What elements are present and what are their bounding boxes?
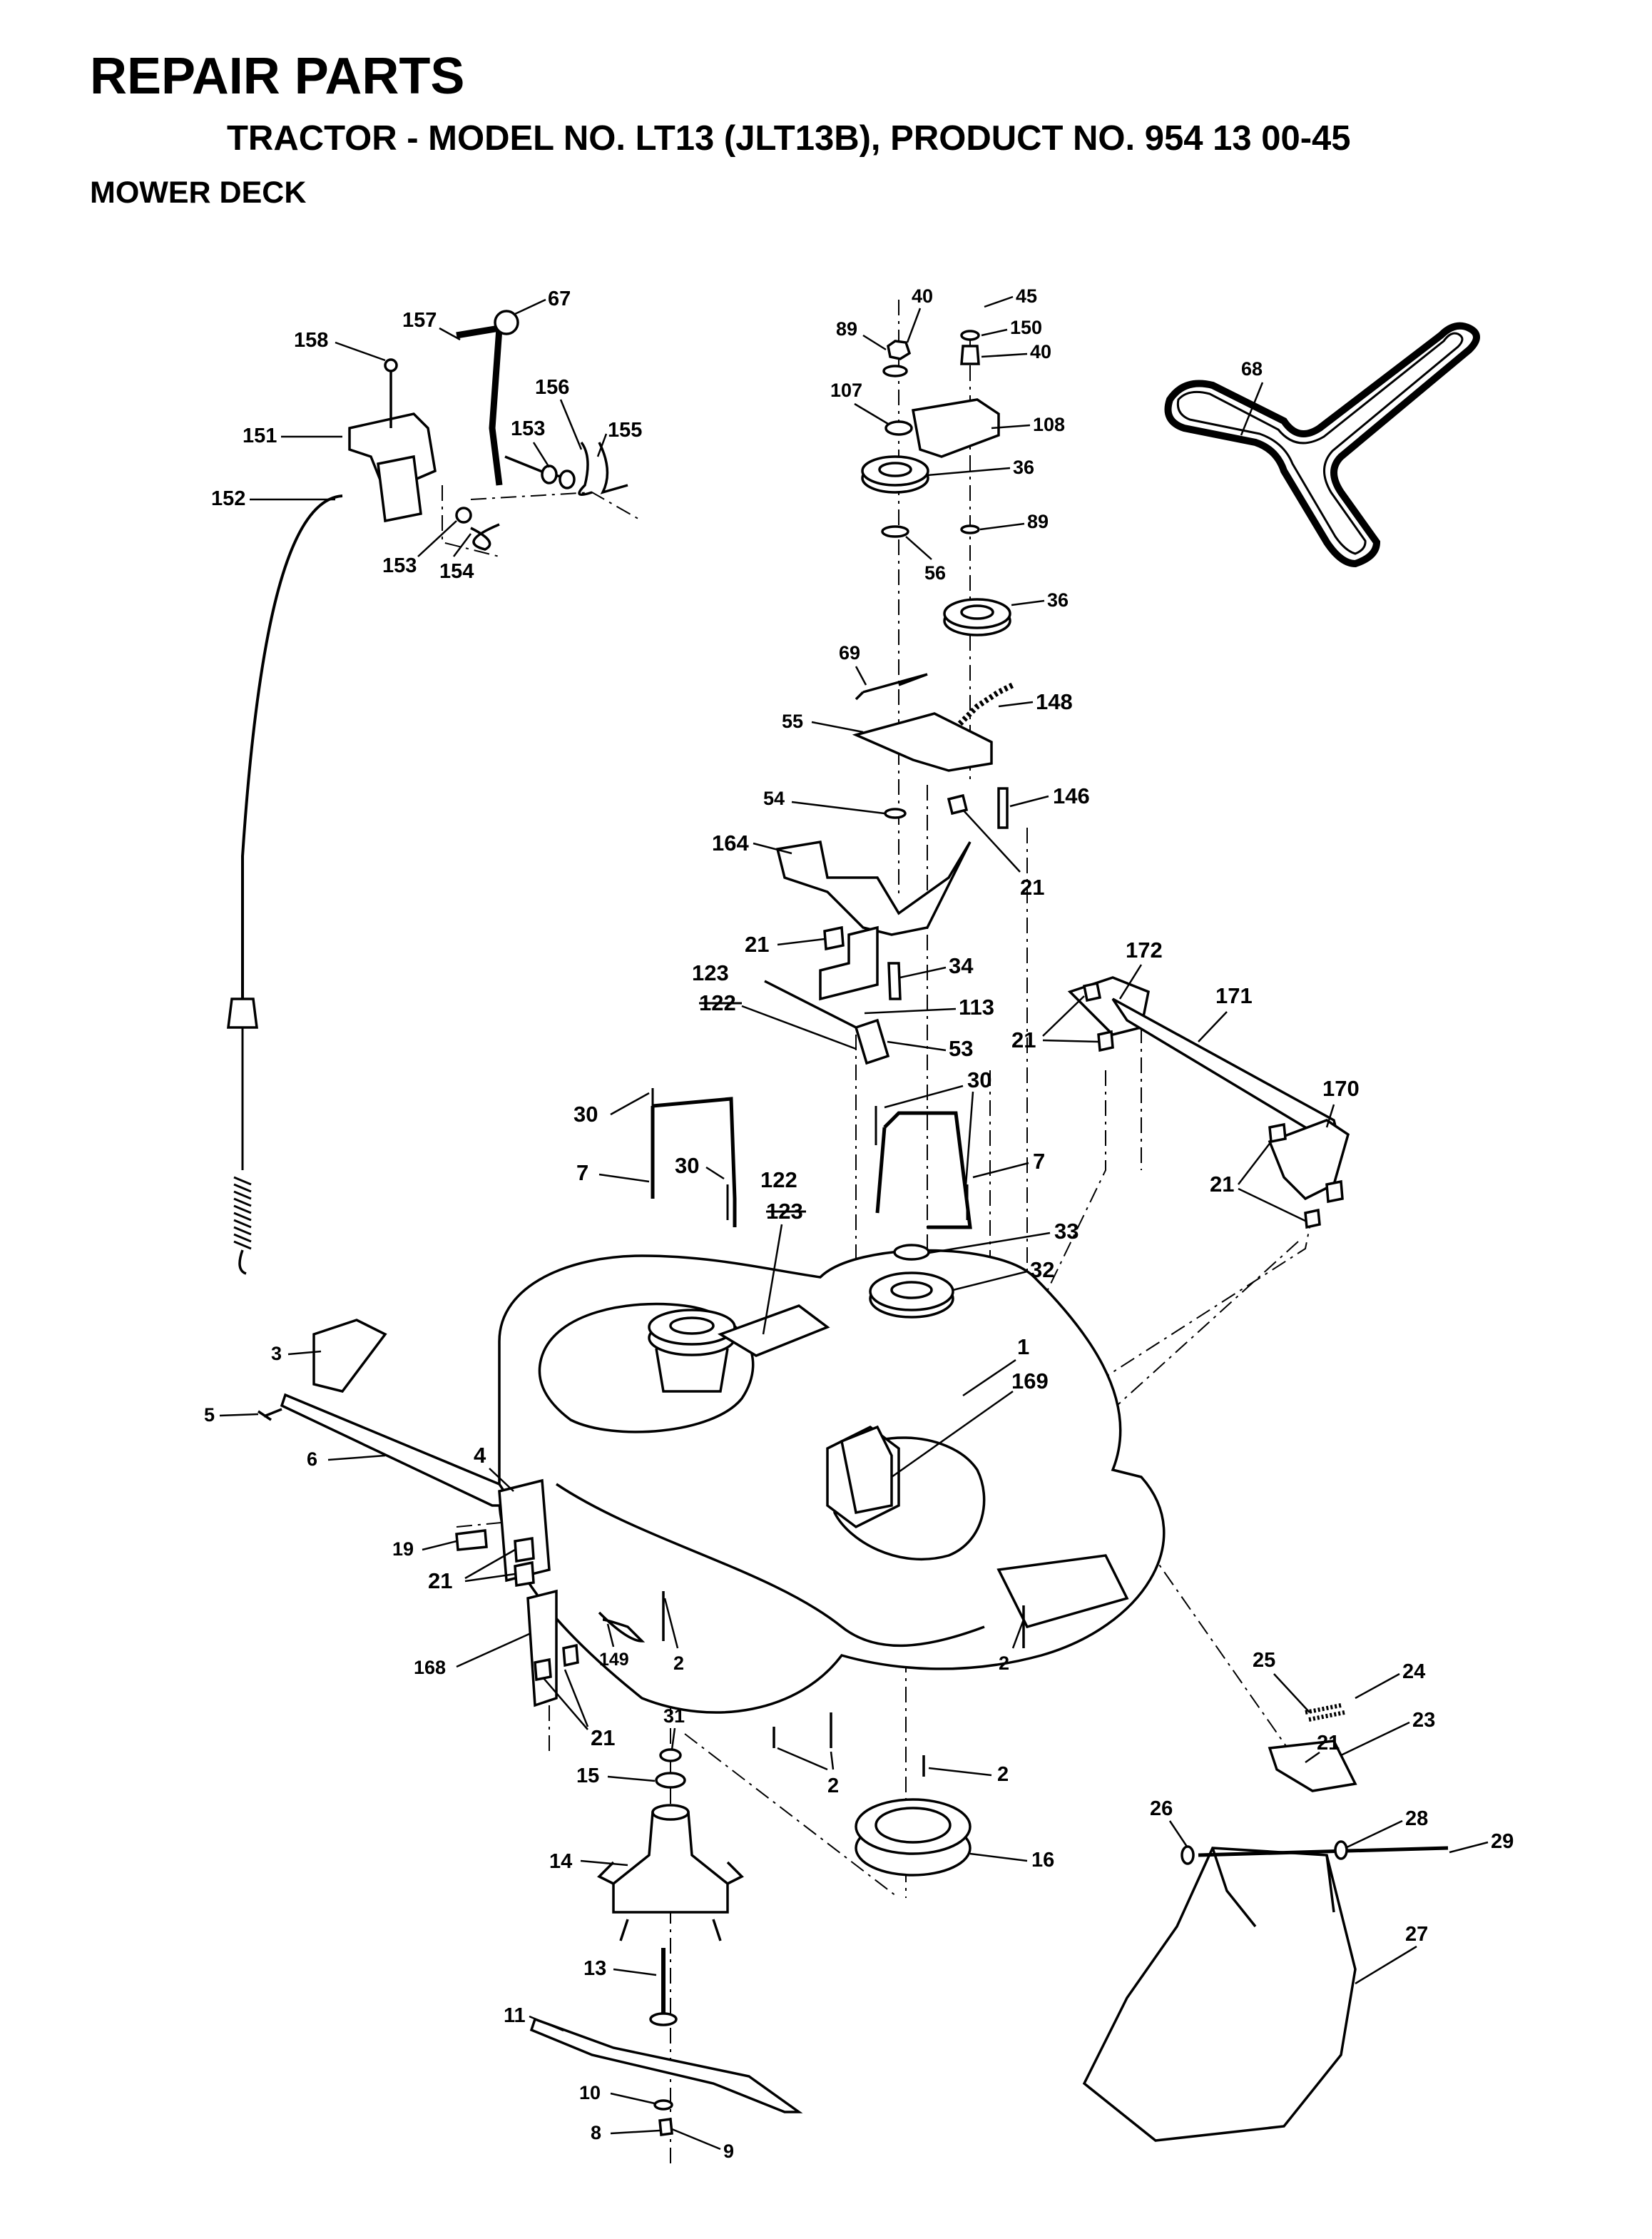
part-label: 89	[1027, 511, 1049, 532]
part-label: 33	[1054, 1219, 1079, 1244]
belt-guard-ring	[855, 1798, 972, 1877]
part-label: 170	[1322, 1076, 1360, 1101]
part-label: 31	[663, 1705, 685, 1727]
part-label: 53	[949, 1036, 973, 1061]
part-label: 3	[271, 1343, 282, 1364]
part-label: 5	[204, 1404, 215, 1426]
part-label: 171	[1215, 983, 1253, 1008]
part-label: 1	[1017, 1334, 1029, 1359]
part-label: 36	[1047, 589, 1069, 611]
part-labels: 67 157 158 156 151 153 155 152 153 154 4…	[204, 285, 1514, 2162]
left-front-linkage	[258, 1319, 1025, 1777]
part-label: 45	[1016, 285, 1037, 307]
part-label: 15	[576, 1765, 599, 1787]
part-label: 157	[402, 309, 437, 332]
part-label: 153	[382, 554, 417, 577]
spindle-blade-stack	[529, 1748, 803, 2136]
part-label: 21	[591, 1725, 615, 1750]
part-label: 21	[745, 932, 769, 957]
part-label: 2	[673, 1652, 684, 1674]
part-label: 13	[583, 1957, 606, 1980]
part-label: 107	[830, 380, 862, 401]
part-label: 158	[294, 329, 328, 352]
part-label: 40	[912, 285, 933, 307]
part-label: 67	[548, 288, 571, 310]
part-label: 24	[1402, 1660, 1425, 1683]
part-label: 30	[675, 1153, 699, 1178]
part-label: 21	[1020, 875, 1044, 900]
part-label: 9	[723, 2141, 734, 2162]
part-label: 30	[967, 1067, 991, 1092]
part-label: 152	[211, 487, 245, 510]
part-label: 26	[1150, 1797, 1173, 1820]
page-subtitle: TRACTOR - MODEL NO. LT13 (JLT13B), PRODU…	[227, 119, 1351, 158]
drive-belt	[1164, 322, 1480, 568]
part-label: 54	[763, 788, 785, 809]
part-label: 8	[591, 2122, 601, 2143]
part-label: 27	[1405, 1923, 1428, 1946]
part-label: 56	[924, 562, 946, 584]
part-label: 148	[1036, 689, 1073, 714]
part-label: 40	[1030, 341, 1051, 362]
part-label: 146	[1053, 783, 1090, 808]
idler-pulley-stack	[764, 330, 1014, 1065]
part-label: 68	[1241, 358, 1263, 380]
part-label: 28	[1405, 1807, 1428, 1830]
part-label: 16	[1031, 1849, 1054, 1872]
part-label: 153	[511, 417, 545, 440]
part-label: 34	[949, 953, 974, 978]
section-title: MOWER DECK	[90, 176, 307, 210]
part-label: 150	[1010, 317, 1042, 338]
part-label: 122	[760, 1167, 797, 1192]
part-label: 55	[782, 711, 803, 732]
part-label: 89	[836, 318, 857, 340]
lift-lever-assembly	[348, 310, 628, 551]
part-label: 164	[712, 831, 749, 856]
part-label: 155	[608, 419, 642, 442]
mower-deck-housing	[498, 1244, 1166, 1714]
part-label: 149	[599, 1650, 629, 1670]
part-label: 19	[392, 1538, 414, 1560]
part-label: 23	[1412, 1709, 1435, 1732]
part-label: 2	[827, 1775, 839, 1797]
part-label: 2	[997, 1763, 1009, 1786]
part-label: 21	[1210, 1172, 1234, 1197]
part-label: 172	[1126, 938, 1163, 963]
control-cable	[227, 494, 343, 1275]
part-label: 11	[504, 2004, 526, 2027]
part-label: 108	[1033, 414, 1065, 435]
grass-deflector	[1082, 1703, 1449, 2142]
part-label: 30	[573, 1102, 598, 1127]
part-label: 123	[692, 960, 729, 985]
part-label: 14	[549, 1850, 572, 1873]
front-hanger-assembly	[1067, 976, 1350, 1229]
part-label: 69	[839, 642, 860, 664]
part-label: 29	[1491, 1830, 1514, 1853]
part-label: 154	[439, 560, 474, 583]
part-label: 36	[1013, 457, 1034, 478]
part-label: 21	[428, 1568, 452, 1593]
part-label: 21	[1011, 1027, 1036, 1052]
part-label: 169	[1011, 1369, 1049, 1393]
part-label: 4	[474, 1443, 486, 1468]
part-label: 168	[414, 1657, 446, 1678]
page-title: REPAIR PARTS	[90, 48, 465, 105]
part-label: 6	[307, 1448, 317, 1470]
part-label: 2	[999, 1652, 1009, 1674]
part-label: 156	[535, 376, 569, 399]
part-label: 10	[579, 2082, 601, 2103]
part-label: 32	[1030, 1257, 1054, 1282]
part-label: 7	[576, 1160, 588, 1185]
part-label: 151	[243, 425, 277, 447]
part-label: 25	[1253, 1649, 1275, 1672]
part-label: 21	[1317, 1732, 1340, 1755]
part-label: 7	[1033, 1149, 1045, 1174]
part-label: 113	[959, 995, 994, 1020]
deck-hitch-rods	[651, 1088, 972, 1229]
